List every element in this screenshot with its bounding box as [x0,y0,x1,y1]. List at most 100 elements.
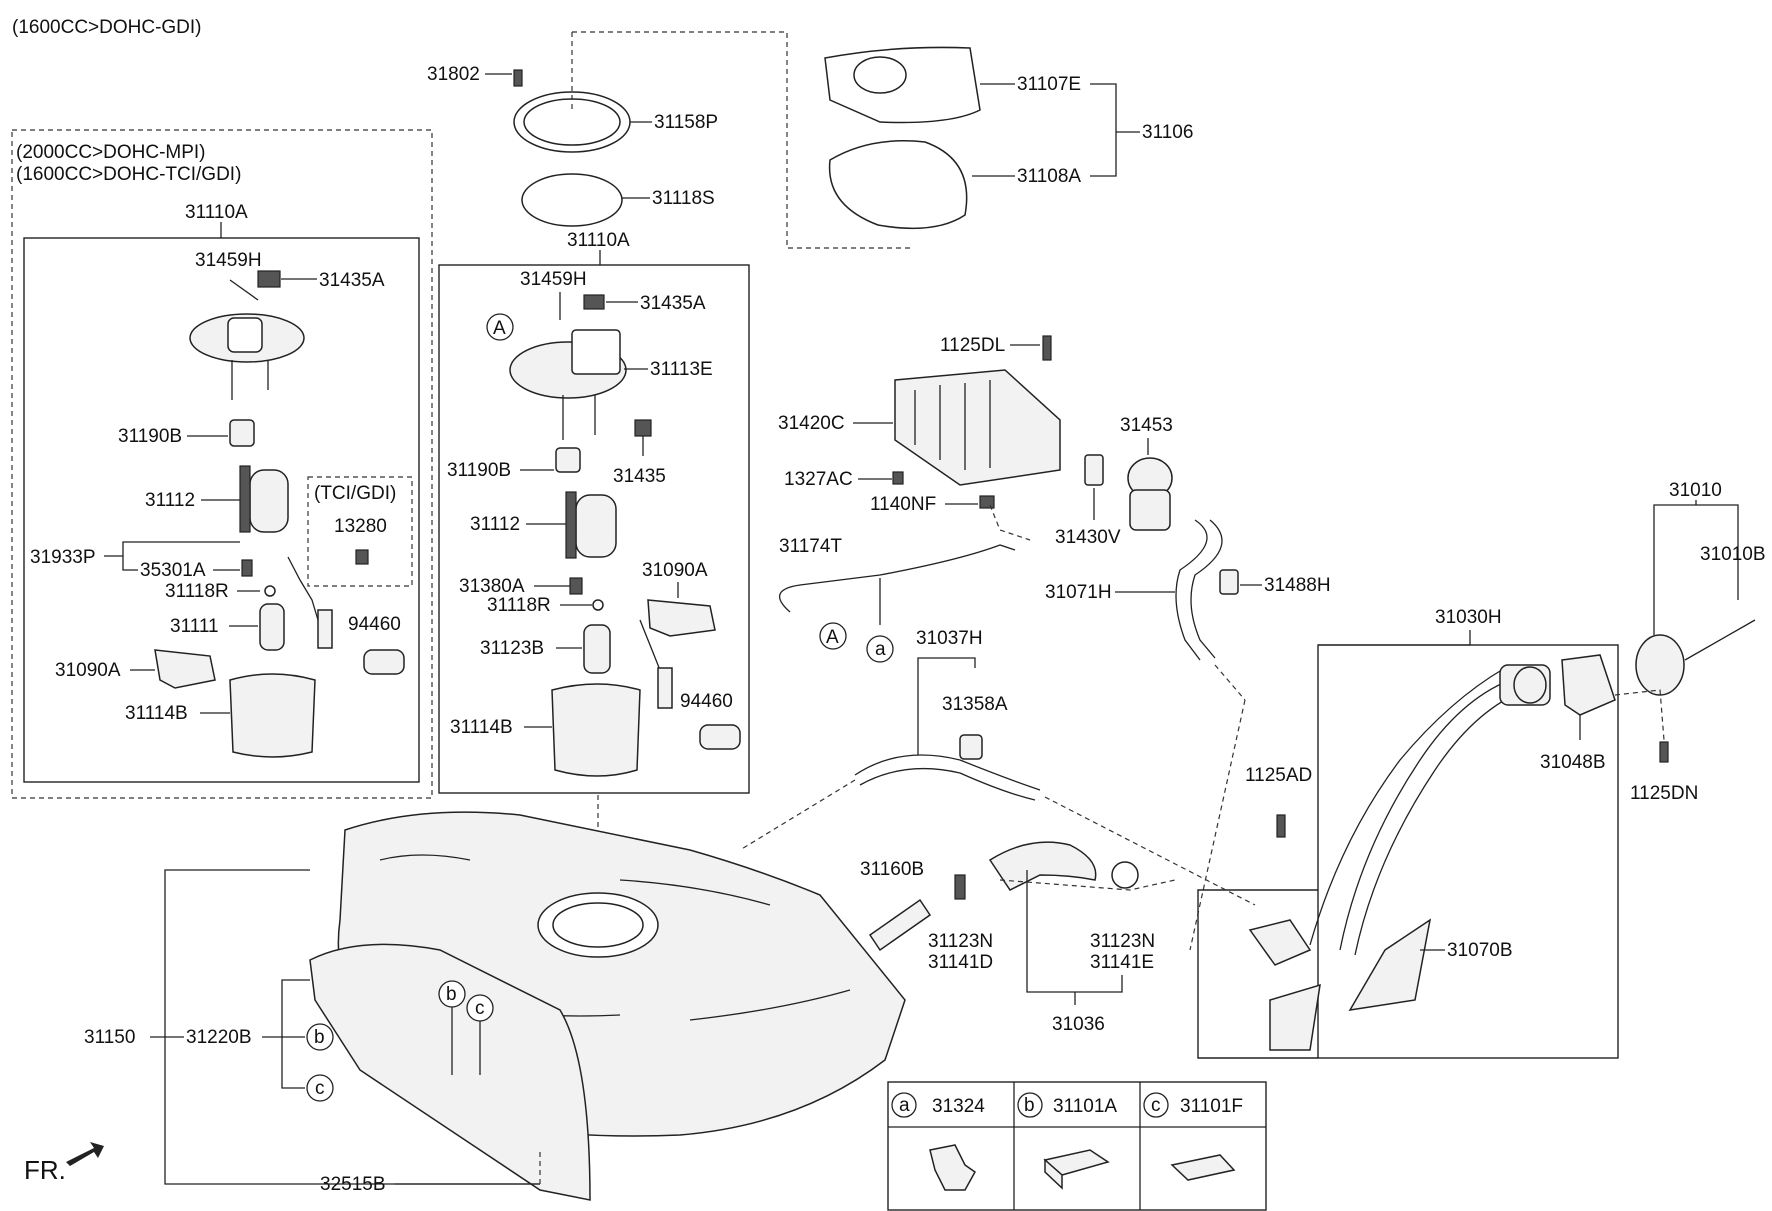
legend-part-b: 31101A [1053,1096,1117,1117]
gasket-31048B [1561,654,1616,716]
tank-pump-opening-inner [552,902,644,948]
filler-head-cap [1513,666,1547,704]
label-1327AC: 1327AC [784,469,853,490]
label-94460-mid: 94460 [680,691,733,712]
label-31150: 31150 [84,1027,135,1048]
oring-31118R-mid [592,599,604,611]
engine-note-top: (1600CC>DOHC-GDI) [12,17,202,38]
label-31110A-mid: 31110A [567,230,630,251]
dashed-31037H-tank [739,779,856,851]
label-31488H: 31488H [1264,575,1331,596]
ref-A-circle-tube [819,622,847,650]
sender-94460-left [317,609,333,649]
gasket-31108A [828,140,968,230]
bolt-1125AD [1276,814,1286,838]
label-1125DL: 1125DL [940,335,1005,356]
float-94460-mid [699,724,741,750]
label-31118R-left: 31118R [165,581,229,602]
reservoir-31114B-left [229,673,316,758]
tether-31010B [1684,619,1756,661]
label-31123B: 31123B [480,638,544,659]
label-32515B: 32515B [320,1174,386,1195]
ref-a-circle-tube [866,635,894,663]
ref-c-tank: c [475,998,485,1019]
tube-31160B [868,898,932,952]
pump-bracket-left [239,465,251,533]
label-31071H: 31071H [1045,582,1112,603]
dashed-1140NF [989,504,1031,541]
pump-top-left [227,317,263,353]
ref-a-tube: a [875,639,886,660]
ref-A-tube: A [826,627,839,648]
legend-ref-c-circle [1143,1092,1169,1118]
engine-note-left-1: (2000CC>DOHC-MPI) [16,142,206,163]
bracket-31090A-left [154,649,216,689]
dashed-31036 [999,879,1176,891]
label-31435A-left: 31435A [319,270,385,291]
label-31158P: 31158P [654,112,718,133]
label-31190B-left: 31190B [118,426,182,447]
connector-mid [583,294,605,310]
canister-31420C [894,369,1061,486]
label-31430V: 31430V [1055,527,1121,548]
label-31220B: 31220B [186,1027,252,1048]
filler-tube-c [1309,667,1506,946]
ref-A-circle-top [486,313,514,341]
wire-94460-mid [639,619,661,671]
ref-c-left: c [315,1078,325,1099]
leader-31459H-left [229,279,259,301]
part-13280 [355,549,369,565]
label-31459H-mid: 31459H [520,269,587,290]
leader-31933P-b [122,556,138,571]
tube-31174T [779,544,1016,613]
ref-b-left: b [314,1027,325,1048]
bolt-31802 [513,69,523,87]
label-31141D: 31141D [928,952,993,973]
bracket-31106 [1090,83,1117,177]
legend-ref-b: b [1024,1095,1035,1116]
label-31160B: 31160B [860,859,924,880]
hose-31037H-b [859,767,1036,801]
shield-31070B [1348,918,1432,1011]
front-direction-label: FR. [24,1155,66,1185]
leader-31030H [1318,630,1471,646]
cover-31107E-boss [853,56,907,94]
oring-31118R-left [264,585,276,597]
legend-pad-31101F [1170,1154,1236,1181]
bracket-31090A-mid [647,599,716,637]
pump-top-mid [571,329,621,375]
label-31459H-left: 31459H [195,250,262,271]
label-31037H: 31037H [916,628,983,649]
label-31435A-mid: 31435A [640,293,706,314]
legend-ref-c: c [1151,1095,1161,1116]
label-31802: 31802 [427,64,480,85]
filter-31190B-mid [555,447,581,473]
reservoir-31114B-mid [551,683,641,777]
float-94460-left [363,649,405,675]
label-31141E: 31141E [1090,952,1154,973]
leader-31933P-a [104,541,240,557]
label-31114B-mid: 31114B [450,717,513,738]
filter-31453-body [1129,489,1171,531]
hose-31037H [854,754,1041,791]
bolt-1125DN [1659,741,1669,763]
label-31420C: 31420C [778,413,845,434]
filler-bracket-lower [1269,983,1321,1051]
label-31380A: 31380A [459,576,525,597]
label-31112-mid: 31112 [470,514,520,535]
tci-gdi-note: (TCI/GDI) [314,483,396,504]
clip-31358A [959,734,983,760]
filler-tube-b [1354,689,1526,956]
pump-body-31112-left [249,469,289,533]
legend-ref-a: a [899,1095,910,1116]
legend-part-a: 31324 [932,1096,985,1117]
ref-b-tank: b [446,984,457,1005]
label-31358A: 31358A [942,694,1008,715]
legend-clip-31324 [929,1144,976,1191]
label-31108A: 31108A [1017,166,1081,187]
engine-note-left-2: (1600CC>DOHC-TCI/GDI) [16,164,241,185]
label-94460-left: 94460 [348,614,401,635]
label-31111: 31111 [170,616,219,637]
sender-94460-mid [657,667,673,709]
